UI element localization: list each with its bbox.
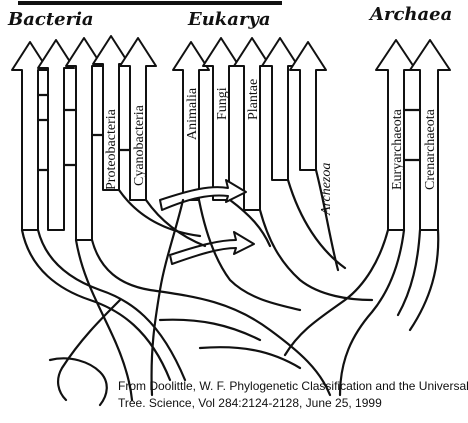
label-proteobacteria: Proteobacteria: [104, 108, 119, 190]
domain-bacteria-label: Bacteria: [7, 9, 94, 30]
label-cyanobacteria: Cyanobacteria: [132, 104, 147, 186]
eukarya-arrow-5: [290, 42, 326, 170]
label-plantae: Plantae: [246, 79, 261, 120]
archaea-branches: [376, 40, 450, 230]
archaea-transfers: [404, 110, 420, 160]
label-crenarchaeota: Crenarchaeota: [423, 108, 438, 190]
label-euryarchaeota: Euryarchaeota: [390, 108, 405, 190]
bacteria-arrow-1: [12, 42, 48, 230]
citation-line-2: Tree. Science, Vol 284:2124-2128, June 2…: [118, 395, 463, 412]
label-fungi: Fungi: [215, 87, 230, 120]
domain-archaea-label: Archaea: [368, 4, 452, 25]
eukarya-arrow-4: [262, 38, 298, 180]
citation: From Doolittle, W. F. Phylogenetic Class…: [118, 378, 463, 412]
eukarya-branches: [160, 38, 326, 264]
domain-eukarya-label: Eukarya: [187, 9, 271, 30]
transfer-arrow-mitochondria: [160, 180, 246, 210]
label-archezoa: Archezoa: [319, 163, 334, 216]
bacteria-arrow-2: [38, 40, 74, 230]
citation-line-1: From Doolittle, W. F. Phylogenetic Class…: [118, 378, 463, 395]
label-animalia: Animalia: [185, 87, 200, 140]
